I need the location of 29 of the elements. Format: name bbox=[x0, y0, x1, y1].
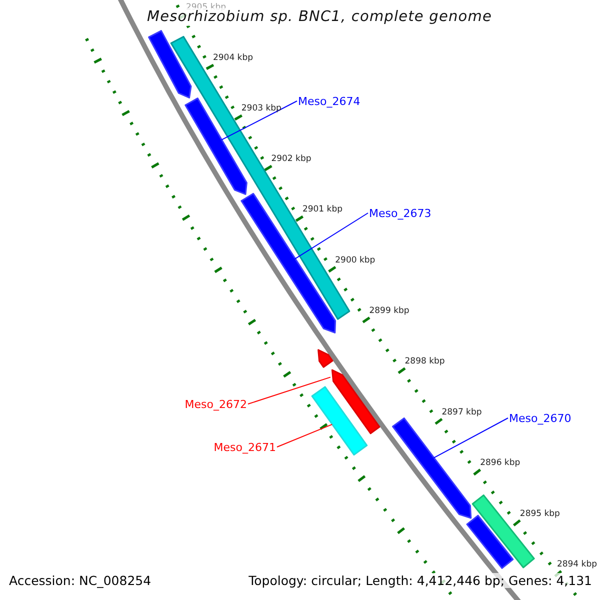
scale-label: 2899 kbp bbox=[369, 306, 410, 316]
gene-label: Meso_2672 bbox=[184, 398, 247, 411]
scale-label: 2894 kbp bbox=[556, 560, 597, 570]
scale-label: 2904 kbp bbox=[212, 52, 254, 63]
scale-label: 2900 kbp bbox=[335, 255, 376, 266]
gene-label: Meso_2670 bbox=[509, 412, 572, 425]
scale-label: 2898 kbp bbox=[404, 356, 445, 367]
genome-stats-text: Topology: circular; Length: 4,412,446 bp; Genes: 4,131 bbox=[248, 573, 592, 588]
scale-label: 2902 kbp bbox=[271, 154, 312, 164]
scale-label: 2896 kbp bbox=[480, 458, 520, 468]
leader-line bbox=[248, 376, 331, 404]
gene-bar bbox=[318, 349, 334, 368]
gene-bar bbox=[392, 417, 472, 519]
leader-line bbox=[276, 424, 333, 448]
scale-label: 2901 kbp bbox=[302, 204, 343, 215]
accession-text: Accession: NC_008254 bbox=[9, 573, 152, 588]
leader-line bbox=[220, 100, 298, 140]
gene-bar bbox=[331, 369, 380, 434]
gene-label: Meso_2673 bbox=[369, 207, 432, 220]
gene-bar bbox=[466, 514, 514, 569]
scale-label: 2903 kbp bbox=[241, 103, 282, 114]
gene-bar bbox=[311, 386, 368, 456]
scale-label: 2897 kbp bbox=[442, 407, 482, 418]
scale-label: 2895 kbp bbox=[520, 508, 560, 519]
gene-bar bbox=[148, 30, 192, 98]
gene-label: Meso_2674 bbox=[298, 95, 360, 108]
gene-label: Meso_2671 bbox=[214, 441, 276, 454]
leader-line bbox=[294, 212, 368, 260]
leader-line bbox=[433, 418, 508, 458]
